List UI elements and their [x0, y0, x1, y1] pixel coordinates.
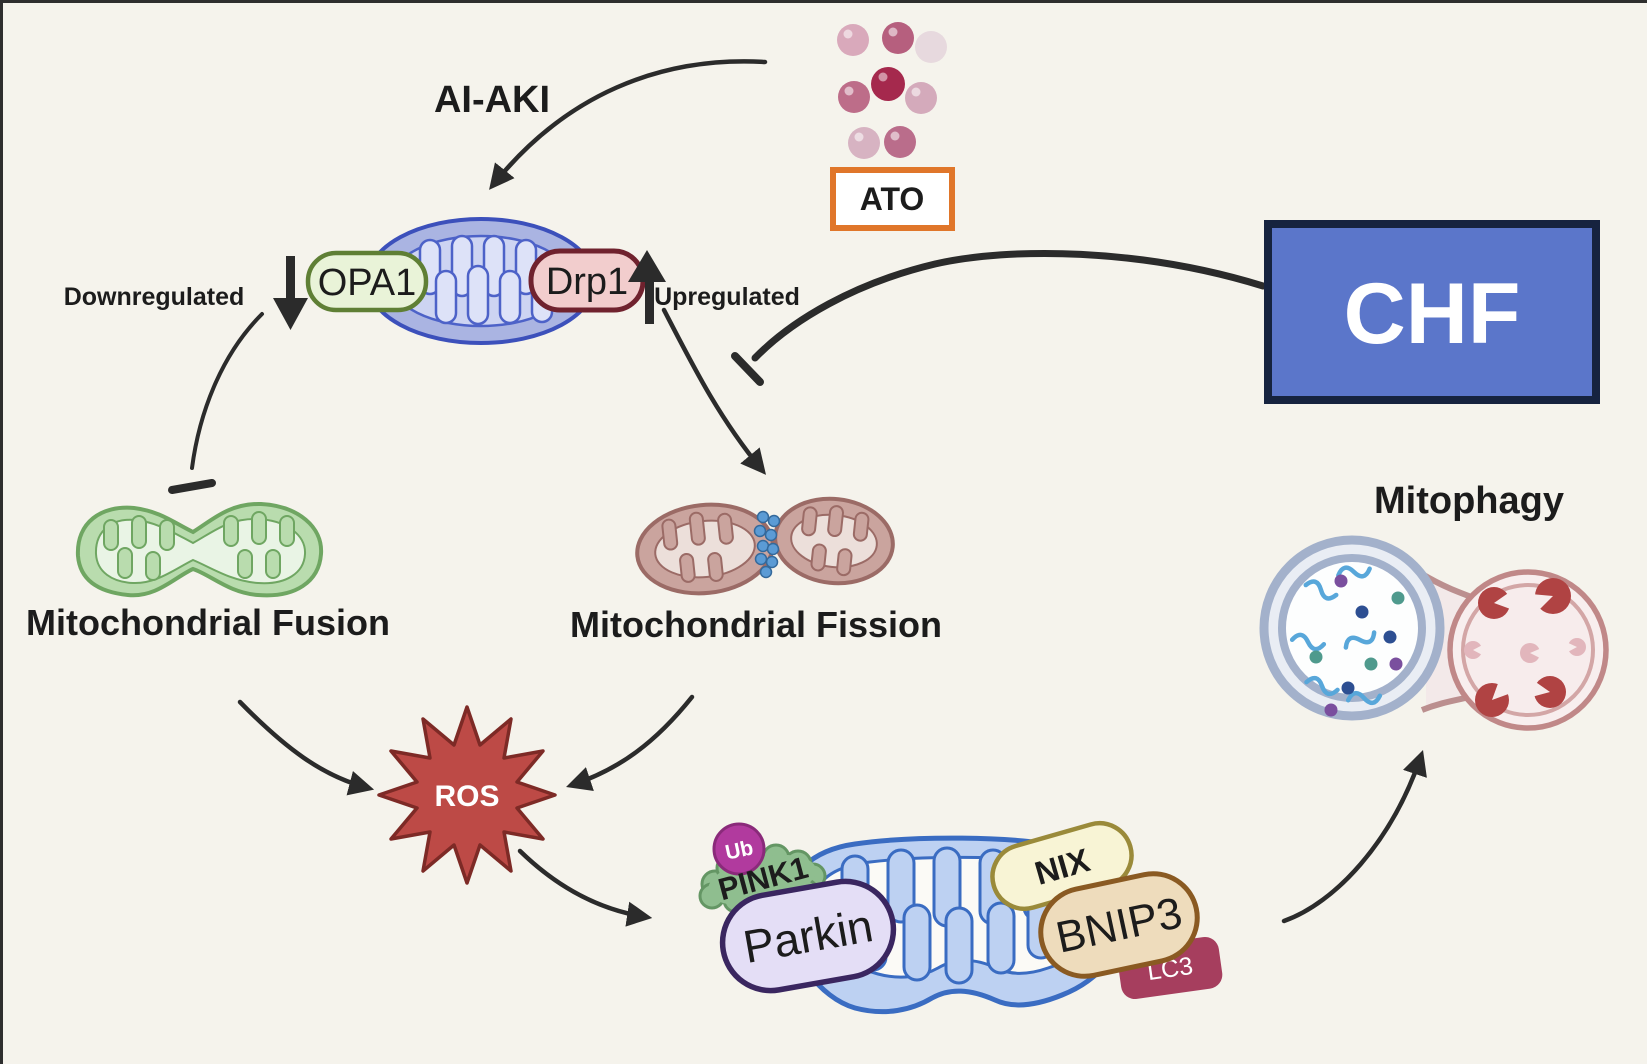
- fission-label: Mitochondrial Fission: [570, 604, 942, 645]
- sphere-highlight: [878, 72, 888, 82]
- ros-label: ROS: [434, 780, 499, 813]
- chf-label: CHF: [1344, 266, 1521, 362]
- sphere-highlight: [844, 86, 854, 96]
- fission-left-lobe: [635, 502, 775, 596]
- ros-star: [377, 705, 557, 885]
- fusion-mitochondria: [75, 501, 324, 598]
- ros-burst: ROS: [377, 705, 557, 885]
- ub-badge: Ub: [712, 822, 766, 876]
- ato-sphere: [884, 126, 916, 158]
- chf-rect: [1264, 220, 1600, 404]
- ato-sphere: [905, 82, 937, 114]
- parkin-pill: Parkin: [719, 878, 897, 994]
- ato-spheres: [837, 22, 947, 159]
- ato-label: ATO: [860, 181, 925, 217]
- ai-aki-label: AI-AKI: [434, 79, 550, 121]
- ub-shape: [712, 822, 766, 876]
- opa1-label: OPA1: [318, 262, 417, 304]
- parkin-shape: [719, 878, 897, 994]
- drp1-ring-beads: [753, 510, 781, 579]
- upregulated-label: Upregulated: [654, 283, 800, 311]
- arrow-to-mitophagy: [1281, 750, 1427, 924]
- sphere-highlight: [843, 29, 853, 39]
- up-arrow-shaft: [645, 278, 654, 324]
- ato-sphere: [837, 24, 869, 56]
- ato-sphere: [848, 127, 880, 159]
- mitophagy-label: Mitophagy: [1374, 480, 1564, 522]
- up-arrow-icon: [628, 250, 666, 282]
- sphere-highlight: [911, 87, 921, 97]
- ato-box: [830, 167, 955, 231]
- ato-sphere: [915, 31, 947, 63]
- bnip3-shape: [1038, 871, 1200, 979]
- fusion-label: Mitochondrial Fusion: [26, 602, 390, 643]
- arrow-chf-inhibition: [751, 249, 1267, 362]
- fusion-cristae: [103, 511, 295, 581]
- drp1-pill: Drp1: [528, 248, 646, 313]
- autophagosome-contents: [1289, 565, 1405, 717]
- sphere-highlight: [890, 131, 900, 141]
- arrow-drp1-to-fission: [661, 307, 767, 475]
- arrow-fission-to-ros: [566, 694, 695, 791]
- sphere-highlight: [888, 27, 898, 37]
- ato-sphere: [882, 22, 914, 54]
- arrow-ato-to-mitochondrion: [489, 59, 768, 190]
- tee-bar-fusion: [168, 479, 216, 494]
- receptor-mitochondrion: NIX LC3 BNIP3 Ub: [698, 821, 1223, 1015]
- mitophagy-illustration: [1259, 535, 1609, 731]
- downregulation-annotation: Downregulated: [64, 256, 308, 330]
- bnip3-pill: BNIP3: [1038, 871, 1200, 979]
- figure-left-border: [0, 0, 3, 1064]
- opa1-shape: [305, 250, 429, 313]
- arrow-opa1-to-fusion: [190, 312, 264, 470]
- down-arrow-icon: [273, 298, 308, 330]
- figure-top-border: [0, 0, 1647, 3]
- connectors: [168, 59, 1427, 927]
- ub-label: Ub: [723, 836, 755, 864]
- upregulation-annotation: Upregulated: [628, 250, 800, 324]
- fission-mitochondria: [635, 496, 895, 596]
- autophagosome-inner-membrane: [1278, 554, 1426, 702]
- ato-sphere: [871, 67, 905, 101]
- chf-box: CHF: [1264, 220, 1600, 404]
- sphere-highlight: [854, 132, 864, 142]
- ato-sphere: [838, 81, 870, 113]
- lysosome-cargo: [1464, 578, 1586, 717]
- tee-bar-chf: [731, 352, 764, 386]
- arrow-ros-to-mitochondrion: [517, 848, 653, 927]
- arrow-fusion-to-ros: [237, 699, 375, 796]
- down-arrow-shaft: [286, 256, 295, 302]
- ato-cluster: ATO: [830, 22, 955, 231]
- downregulated-label: Downregulated: [64, 283, 245, 311]
- drp1-label: Drp1: [546, 261, 628, 303]
- opa1-pill: OPA1: [305, 250, 429, 313]
